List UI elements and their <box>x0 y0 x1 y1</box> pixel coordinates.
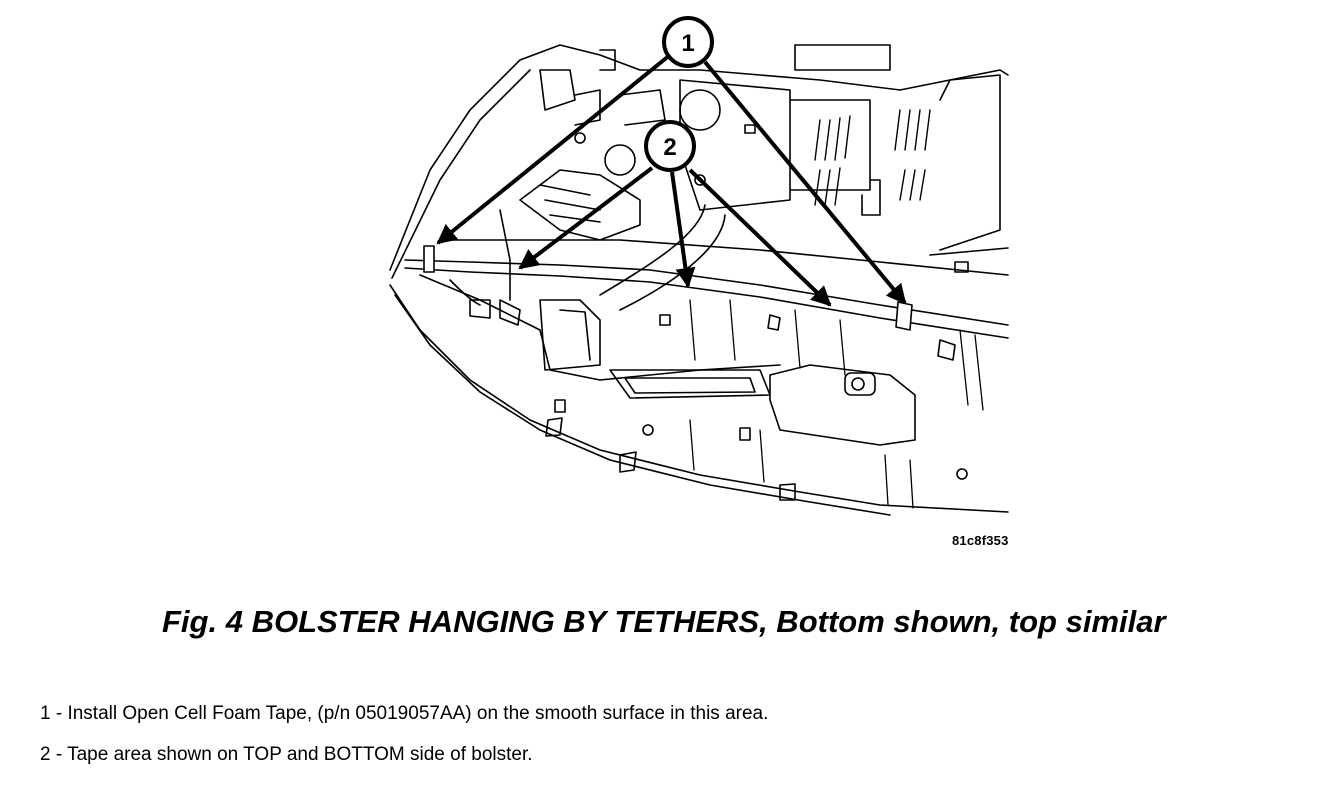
arrow-2-left <box>518 166 654 270</box>
callout-2-number: 2 <box>663 134 676 161</box>
callout-arrows <box>436 53 907 307</box>
legend-item-1: 1 - Install Open Cell Foam Tape, (p/n 05… <box>40 703 769 724</box>
arrow-2-right <box>688 168 832 307</box>
callout-2: 2 <box>644 120 696 172</box>
dashboard-linework <box>389 44 1009 516</box>
callout-1: 1 <box>662 16 714 68</box>
arrow-1-right <box>703 60 907 305</box>
callout-1-number: 1 <box>681 30 694 57</box>
figure-caption: Fig. 4 BOLSTER HANGING BY TETHERS, Botto… <box>162 604 1166 639</box>
arrow-2-mid <box>670 171 696 288</box>
arrow-1-left <box>436 53 672 245</box>
legend-item-2: 2 - Tape area shown on TOP and BOTTOM si… <box>40 744 533 765</box>
image-code: 81c8f353 <box>952 533 1009 548</box>
